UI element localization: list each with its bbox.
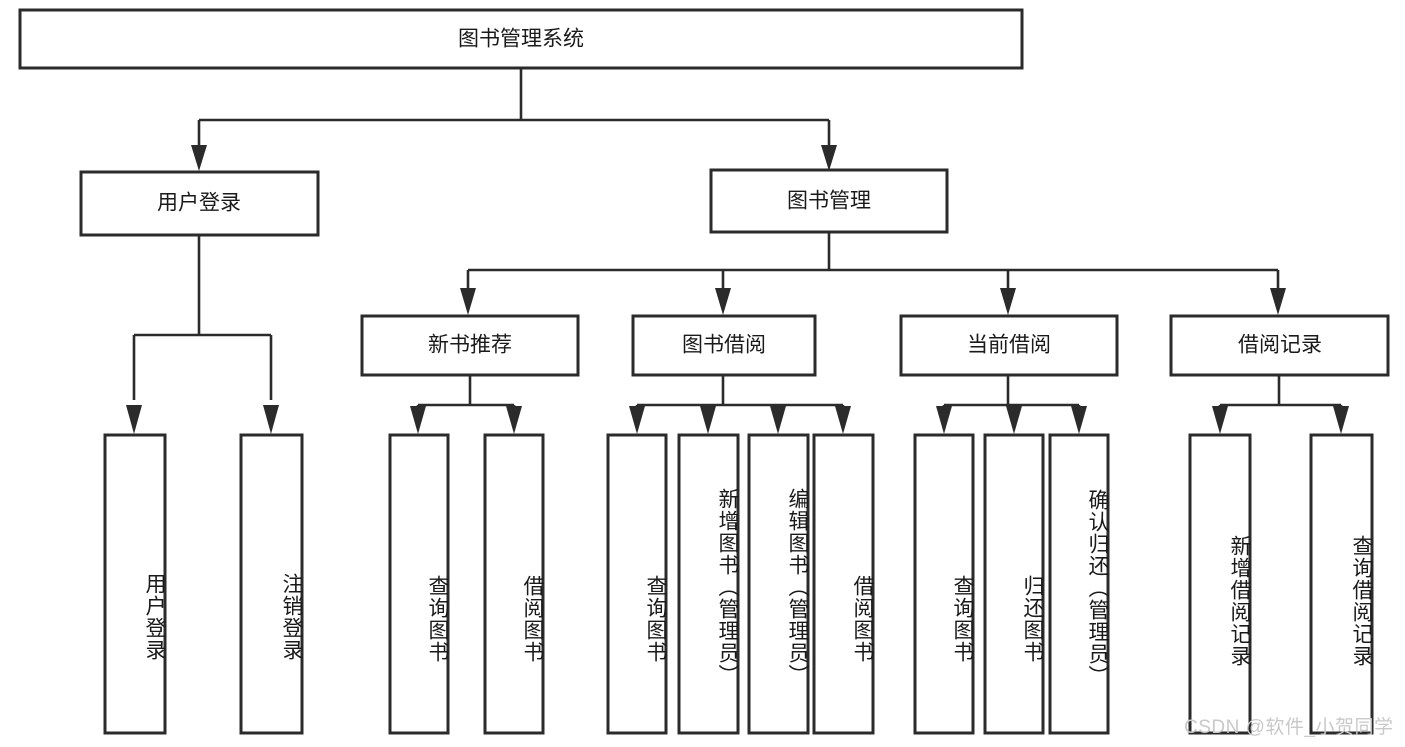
connector-current-borrow-to-leaves bbox=[936, 375, 1087, 434]
node-user-login-label: 用户登录 bbox=[157, 192, 241, 215]
node-leaf-user-login[interactable] bbox=[103, 433, 167, 735]
node-leaf-add-book-admin[interactable] bbox=[677, 433, 740, 735]
node-leaf-logout[interactable] bbox=[239, 433, 304, 735]
node-user-login[interactable]: 用户登录 bbox=[79, 170, 320, 237]
node-leaf-borrow-book[interactable] bbox=[812, 433, 875, 735]
node-book-management-label: 图书管理 bbox=[787, 190, 871, 213]
connector-borrow-record-to-leaves bbox=[1212, 375, 1349, 434]
node-root-label: 图书管理系统 bbox=[458, 28, 584, 51]
connector-book-mgmt-to-level3 bbox=[460, 232, 1286, 315]
watermark-text: CSDN @软件_小贺同学 bbox=[1184, 717, 1394, 738]
node-leaf-borrow-book-recommend[interactable] bbox=[483, 433, 545, 735]
node-borrow-record[interactable]: 借阅记录 bbox=[1169, 314, 1390, 377]
node-borrow-record-label: 借阅记录 bbox=[1238, 334, 1322, 357]
node-current-borrow-label: 当前借阅 bbox=[967, 334, 1051, 357]
node-leaf-confirm-return-admin[interactable] bbox=[1048, 433, 1110, 735]
node-leaf-query-book-recommend[interactable] bbox=[388, 433, 450, 735]
node-current-borrow[interactable]: 当前借阅 bbox=[899, 314, 1119, 377]
connector-root-to-level2 bbox=[191, 68, 837, 171]
node-leaf-add-borrow-record[interactable] bbox=[1188, 433, 1252, 735]
node-book-borrow[interactable]: 图书借阅 bbox=[631, 314, 817, 377]
node-new-book-recommend-label: 新书推荐 bbox=[428, 334, 512, 357]
node-book-borrow-label: 图书借阅 bbox=[682, 334, 766, 357]
node-new-book-recommend[interactable]: 新书推荐 bbox=[360, 314, 580, 377]
node-root[interactable]: 图书管理系统 bbox=[18, 8, 1024, 70]
node-leaf-query-borrow-record[interactable] bbox=[1309, 433, 1374, 735]
node-book-management[interactable]: 图书管理 bbox=[709, 168, 949, 234]
connector-book-borrow-to-leaves bbox=[629, 375, 851, 434]
node-leaf-return-book[interactable] bbox=[983, 433, 1045, 735]
node-leaf-query-book-current[interactable] bbox=[913, 433, 975, 735]
connector-new-book-to-leaves bbox=[410, 375, 522, 434]
node-leaf-query-book-borrow[interactable] bbox=[606, 433, 668, 735]
node-leaf-edit-book-admin[interactable] bbox=[747, 433, 810, 735]
connector-user-login-to-leaves bbox=[126, 235, 279, 434]
